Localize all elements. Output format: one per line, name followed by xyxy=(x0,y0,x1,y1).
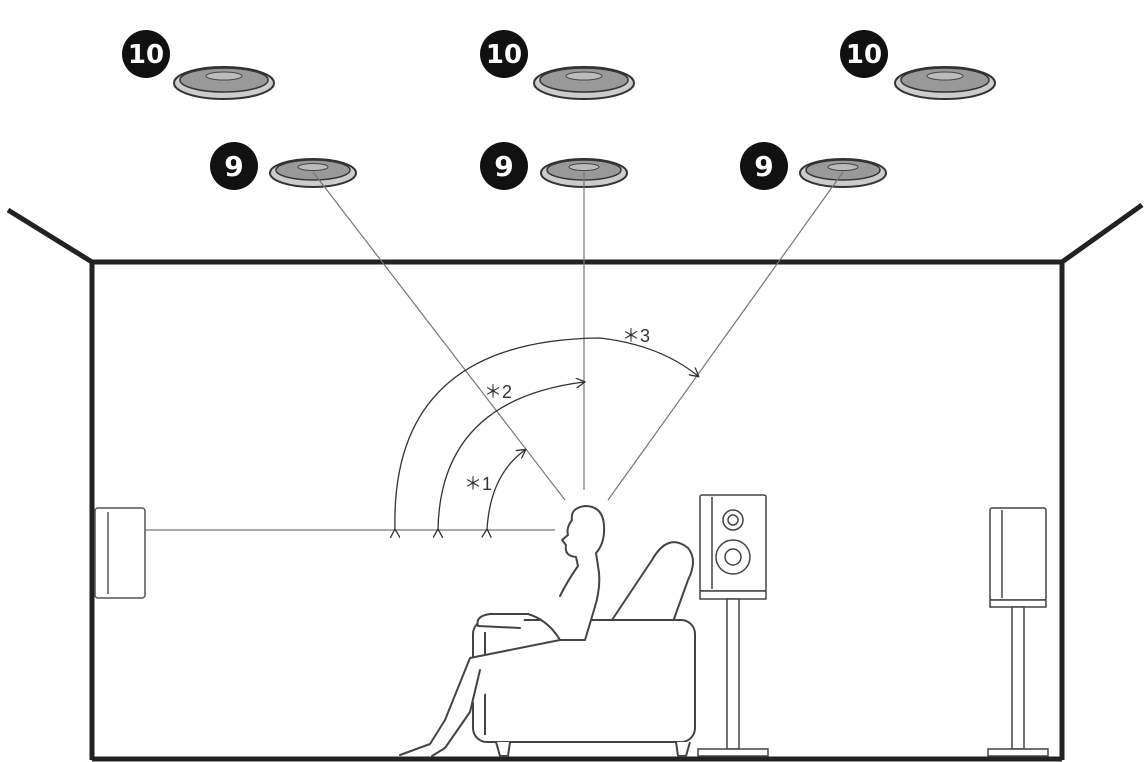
angle-arc-3 xyxy=(395,337,698,530)
left-wall-speaker xyxy=(94,507,146,599)
listening-lines xyxy=(145,171,844,531)
listener-figure xyxy=(399,505,606,757)
angle-arc-1 xyxy=(487,450,525,530)
svg-text:10: 10 xyxy=(486,40,522,70)
angle-label-3: ＊3 xyxy=(622,326,650,346)
upper-ceiling-speaker-left xyxy=(173,66,275,100)
right-surround-speaker xyxy=(987,507,1049,757)
svg-text:10: 10 xyxy=(846,40,882,70)
badge-lower-center: 9 xyxy=(480,142,528,190)
front-floor-speaker xyxy=(697,494,769,757)
svg-text:9: 9 xyxy=(754,150,773,183)
upper-ceiling-speaker-right xyxy=(894,66,996,100)
room-outline xyxy=(6,202,1144,762)
svg-text:10: 10 xyxy=(128,40,164,70)
upper-ceiling-speaker-center xyxy=(533,66,635,100)
svg-text:9: 9 xyxy=(494,150,513,183)
badge-lower-left: 9 xyxy=(210,142,258,190)
angle-label-2: ＊2 xyxy=(484,382,512,402)
angle-arcs xyxy=(395,337,698,530)
angle-arc-2 xyxy=(438,382,584,530)
svg-text:9: 9 xyxy=(224,150,243,183)
badge-upper-center: 10 xyxy=(480,30,528,78)
line-to-left-speaker xyxy=(312,171,566,501)
badge-upper-right: 10 xyxy=(840,30,888,78)
angle-label-1: ＊1 xyxy=(464,474,492,494)
badge-upper-left: 10 xyxy=(122,30,170,78)
badge-lower-right: 9 xyxy=(740,142,788,190)
lower-ceiling-speaker-left xyxy=(269,158,357,188)
